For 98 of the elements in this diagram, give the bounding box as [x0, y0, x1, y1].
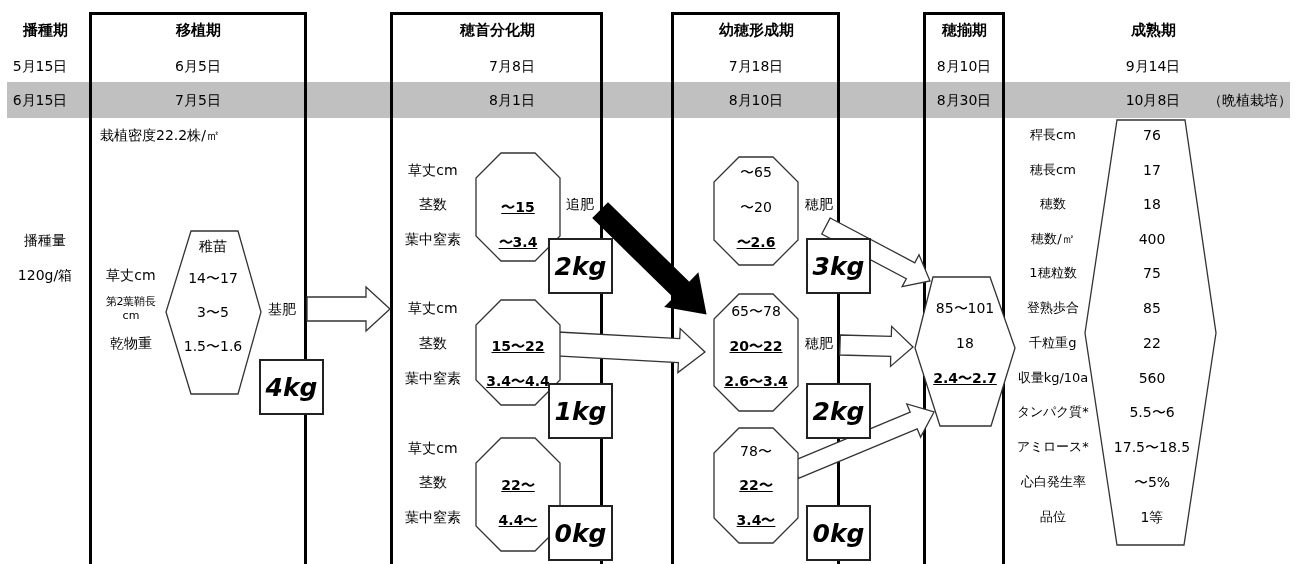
row-label: 草丈cm [408, 299, 458, 317]
value-text: 〜20 [740, 198, 772, 216]
row-label: 120g/箱 [17, 266, 73, 284]
value-text: 5.5〜6 [1129, 403, 1175, 421]
fertilizer-amount-box: 0kg [548, 505, 613, 561]
stage-heading: 穂首分化期 [459, 21, 535, 39]
value-text: 14〜17 [188, 269, 238, 287]
date-text: 5月15日 [12, 57, 68, 75]
value-octagon [714, 294, 798, 411]
stage-heading: 幼穂形成期 [718, 21, 794, 39]
block-arrow [306, 285, 391, 333]
date-text: 8月10日 [936, 57, 992, 75]
value-text: 1.5〜1.6 [183, 337, 243, 355]
value-text: 78〜 [740, 442, 772, 460]
fertilizer-label: 穂肥 [805, 334, 833, 352]
value-text: 15〜22 [491, 337, 545, 355]
value-octagon [714, 157, 798, 265]
stage-heading: 穂揃期 [941, 21, 987, 39]
value-text: 3.4〜 [736, 511, 776, 529]
value-text: 2.4〜2.7 [933, 369, 997, 387]
date-text: 6月5日 [175, 57, 221, 75]
value-text: 76 [1143, 126, 1161, 144]
value-text: 400 [1138, 230, 1166, 248]
value-text: 稚苗 [199, 237, 227, 255]
fertilizer-amount-box: 2kg [548, 238, 613, 294]
value-text: 17.5〜18.5 [1113, 438, 1191, 456]
value-text: 22 [1143, 334, 1161, 352]
value-text: 〜5% [1133, 473, 1171, 491]
value-text: 〜15 [501, 198, 535, 216]
value-text: 〜3.4 [498, 233, 538, 251]
fertilizer-label: 穂肥 [805, 195, 833, 213]
value-text: 22〜 [501, 476, 535, 494]
block-arrow [839, 324, 914, 368]
value-text: 65〜78 [731, 302, 781, 320]
row-label: 品位 [1040, 508, 1066, 526]
value-text: 22〜 [739, 476, 773, 494]
value-text: 20〜22 [729, 337, 783, 355]
note-text: （晩植栽培） [1208, 91, 1292, 109]
value-octagon [714, 428, 798, 543]
date-text: 6月15日 [12, 91, 68, 109]
value-hexagon [166, 231, 261, 394]
stage-heading: 播種期 [22, 21, 68, 39]
stage-heading: 成熟期 [1130, 21, 1176, 39]
row-label: 草丈cm [408, 161, 458, 179]
row-label: アミロース* [1017, 438, 1089, 456]
fertilizer-amount-box: 2kg [806, 383, 871, 439]
row-label: 茎数 [419, 473, 447, 491]
fertilizer-amount-box: 3kg [806, 238, 871, 294]
date-text: 7月5日 [175, 91, 221, 109]
date-text: 10月8日 [1125, 91, 1181, 109]
value-text: 85 [1143, 299, 1161, 317]
note-text: 栽植密度22.2株/㎡ [100, 126, 220, 144]
row-label: 葉中窒素 [405, 230, 461, 248]
value-text: 18 [956, 334, 974, 352]
row-label: 心白発生率 [1020, 473, 1086, 491]
row-label: 葉中窒素 [405, 508, 461, 526]
date-text: 7月8日 [489, 57, 535, 75]
value-text: 〜65 [740, 163, 772, 181]
value-text: 3〜5 [197, 303, 229, 321]
row-label: 穂数/㎡ [1031, 230, 1075, 248]
row-label: 千粒重g [1029, 334, 1077, 352]
row-label: 播種量 [24, 231, 66, 249]
row-label: タンパク質* [1017, 403, 1089, 421]
fertilizer-label: 追肥 [566, 195, 594, 213]
row-label: 穂長cm [1030, 161, 1076, 179]
row-label: 登熟歩合 [1027, 299, 1079, 317]
value-text: 〜2.6 [736, 233, 776, 251]
fertilizer-amount-box: 4kg [259, 359, 324, 415]
fertilizer-amount-box: 1kg [548, 383, 613, 439]
row-label: 茎数 [419, 334, 447, 352]
row-label: 草丈cm [408, 439, 458, 457]
date-text: 9月14日 [1125, 57, 1181, 75]
row-label: 収量kg/10a [1017, 369, 1089, 387]
row-label: 葉中窒素 [405, 369, 461, 387]
value-text: 2.6〜3.4 [724, 372, 788, 390]
date-text: 7月18日 [728, 57, 784, 75]
row-label: 稈長cm [1030, 126, 1076, 144]
block-arrow [820, 217, 931, 288]
row-label: 1穂粒数 [1029, 264, 1077, 282]
value-text: 4.4〜 [498, 511, 538, 529]
value-text: 17 [1143, 161, 1161, 179]
row-label: 第2葉鞘長cm [104, 295, 158, 323]
date-text: 8月30日 [936, 91, 992, 109]
row-label: 穂数 [1040, 195, 1066, 213]
block-arrow [592, 202, 707, 315]
stage-heading: 移植期 [175, 21, 221, 39]
value-text: 85〜101 [935, 299, 995, 317]
value-text: 3.4〜4.4 [486, 372, 550, 390]
value-hexagon [915, 277, 1015, 426]
fertilizer-amount-box: 0kg [806, 505, 871, 561]
value-text: 18 [1143, 195, 1161, 213]
value-text: 1等 [1140, 508, 1164, 526]
value-text: 560 [1138, 369, 1166, 387]
date-text: 8月10日 [728, 91, 784, 109]
date-text: 8月1日 [489, 91, 535, 109]
value-text: 75 [1143, 264, 1161, 282]
row-label: 茎数 [419, 195, 447, 213]
row-label: 乾物重 [110, 334, 152, 352]
